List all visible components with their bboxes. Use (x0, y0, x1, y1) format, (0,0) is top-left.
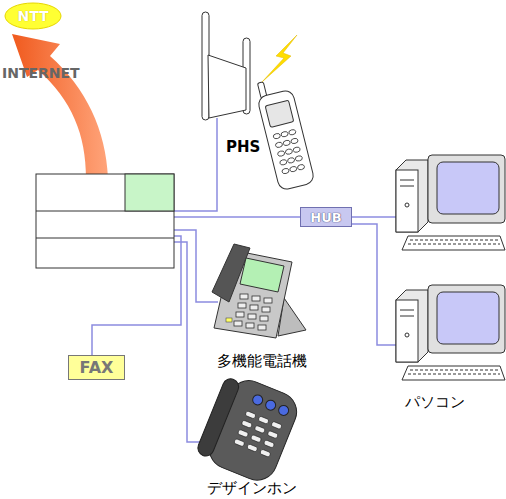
wire (352, 216, 398, 218)
main-unit (36, 174, 174, 268)
device-label: 多機能電話機 (200, 352, 324, 371)
internet-arrow (12, 34, 108, 178)
hub-box: HUB (300, 207, 352, 227)
node-label: NTT (17, 8, 48, 24)
wire (352, 224, 398, 345)
device-label: パソコン (395, 393, 475, 412)
node-label: FAX (80, 358, 114, 377)
fax-box: FAX (68, 355, 125, 380)
phs-handset (254, 75, 316, 190)
wire (174, 118, 217, 211)
multifunction-phone (212, 244, 306, 338)
node-label: HUB (310, 210, 341, 225)
wire (174, 242, 212, 442)
network-label: INTERNET (2, 65, 112, 81)
device-label: PHS (226, 138, 276, 156)
device-label: デザインホン (190, 479, 314, 498)
wire (174, 216, 300, 218)
computer (396, 285, 505, 380)
ellipse-shape (5, 3, 61, 29)
network-ellipse: NTT (4, 2, 62, 30)
antenna (202, 12, 250, 120)
lightning (262, 35, 297, 82)
computer (396, 155, 505, 250)
design-phone (194, 371, 303, 486)
